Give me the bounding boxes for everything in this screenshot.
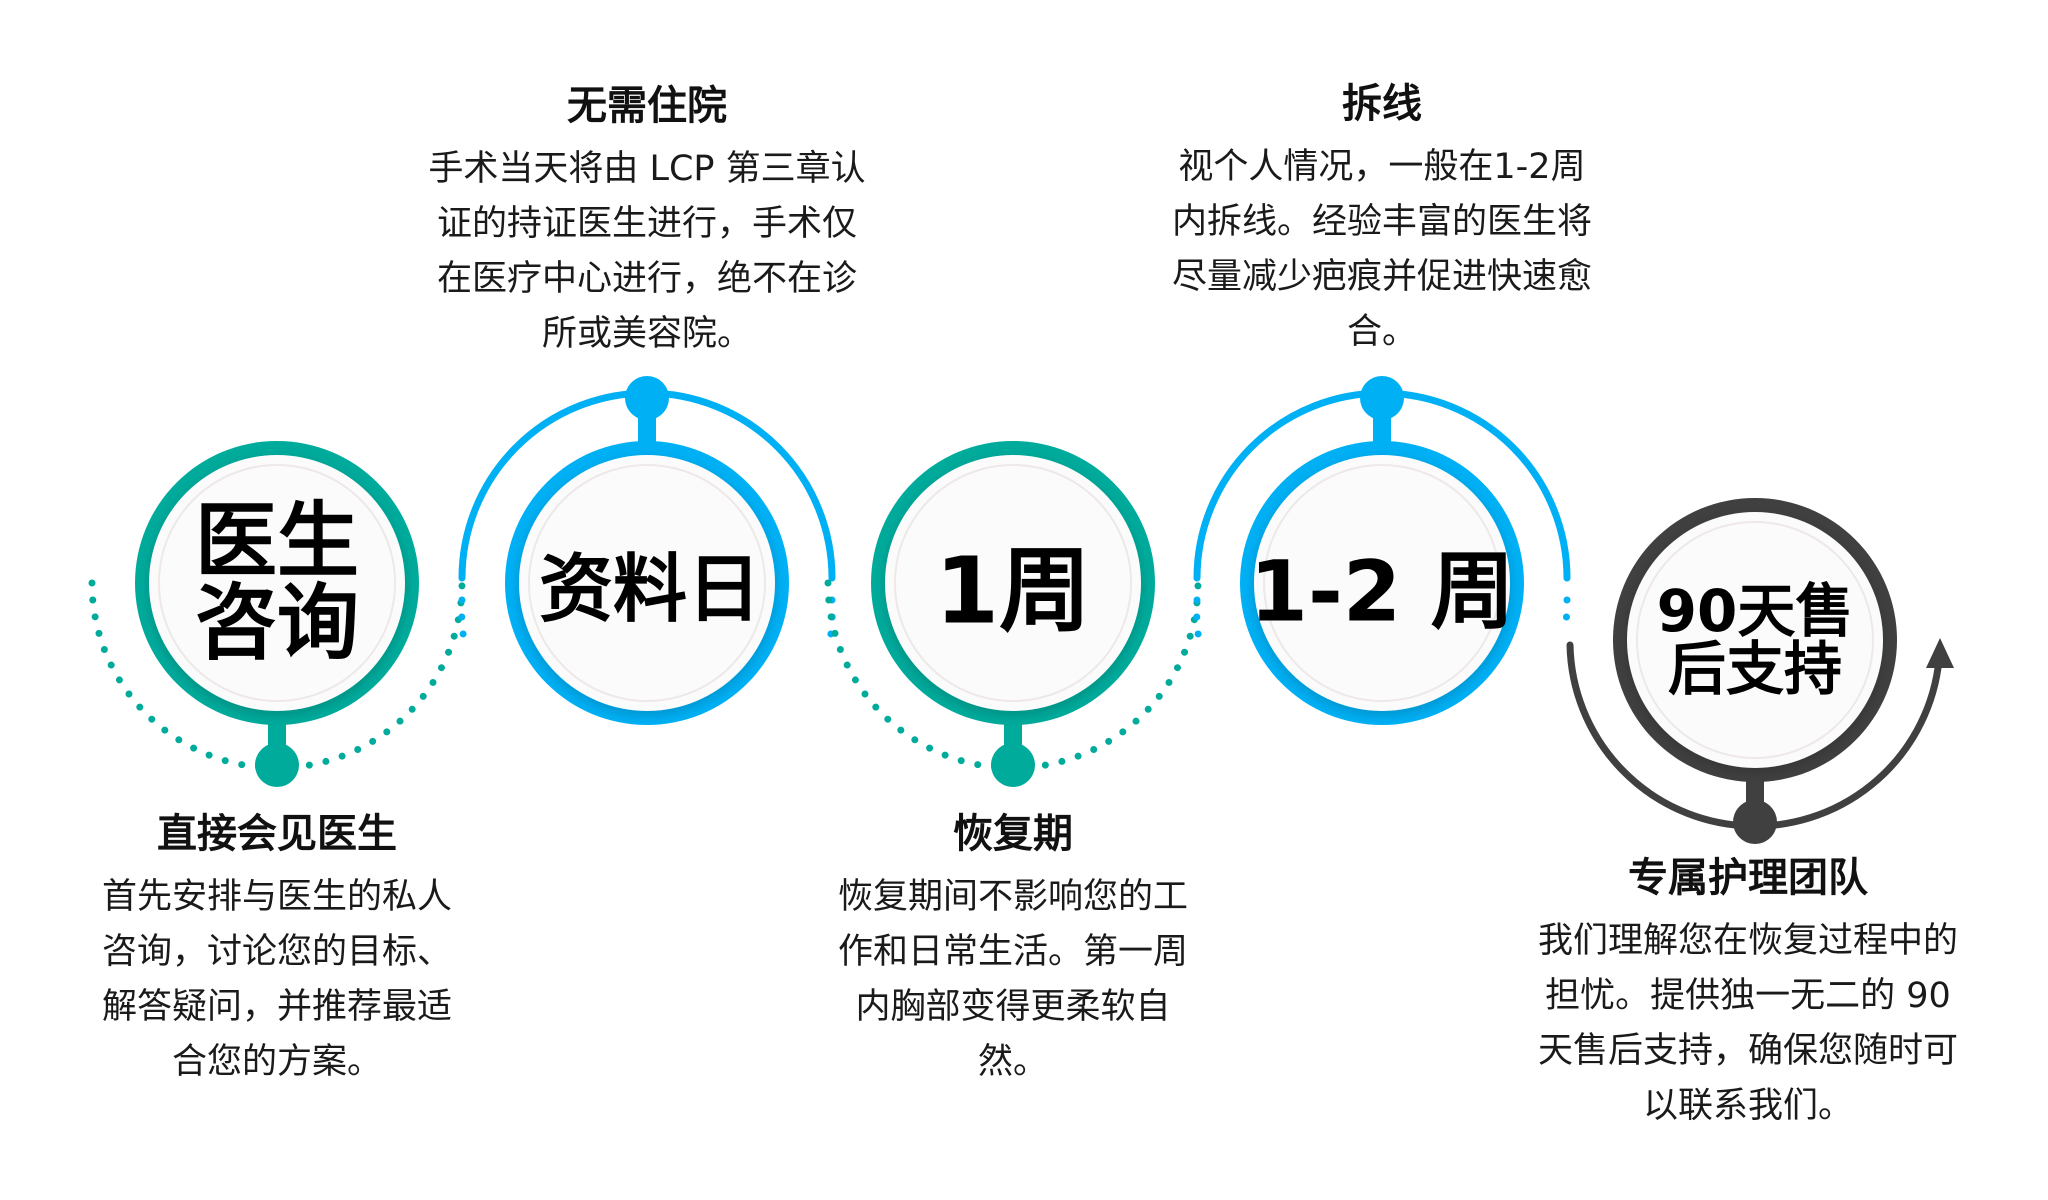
circle-label-line: 90天售 [1656, 577, 1854, 645]
description-line: 天售后支持，确保您随时可 [1537, 1031, 1959, 1071]
description-line: 在医疗中心进行，绝不在诊 [436, 259, 858, 299]
circle-label-line: 资料日 [539, 546, 761, 633]
step-5-node [1566, 498, 1954, 844]
circle-label-line: 1周 [934, 537, 1092, 645]
description-line: 内拆线。经验丰富的医生将 [1171, 202, 1593, 242]
description-line: 视个人情况，一般在1-2周 [1178, 147, 1586, 187]
description-line: 担忧。提供独一无二的 90 [1545, 976, 1951, 1016]
step-3-circle-label: 1周 [935, 517, 1091, 650]
step-3-node [824, 441, 1202, 787]
step-5-circle-label: 90天售 后支持 [1657, 582, 1854, 698]
description-line: 作和日常生活。第一周 [837, 932, 1189, 972]
step-4-description: 拆线 视个人情况，一般在1-2周 内拆线。经验丰富的医生将 尽量减少疤痕并促进快… [1172, 78, 1592, 360]
circle-label-line: 后支持 [1667, 635, 1842, 703]
circle-label-line: 咨询 [194, 576, 360, 671]
inner-disc [519, 455, 775, 711]
arrow-head-icon [1926, 638, 1954, 668]
description-line: 然。 [977, 1042, 1049, 1082]
description-line: 证的持证医生进行，手术仅 [436, 204, 858, 244]
description-line: 我们理解您在恢复过程中的 [1537, 921, 1959, 961]
step-title: 恢复期 [952, 811, 1073, 857]
knob [991, 743, 1035, 787]
description-line: 尽量减少疤痕并促进快速愈 [1171, 257, 1593, 297]
step-title: 无需住院 [566, 83, 727, 129]
step-4-circle-label: 1-2 周 [1249, 525, 1514, 646]
step-title: 拆线 [1341, 81, 1422, 127]
circle-label-line: 医生 [194, 494, 360, 589]
inner-disc [885, 455, 1141, 711]
description-line: 咨询，讨论您的目标、 [101, 932, 453, 972]
description-line: 合。 [1346, 312, 1418, 352]
description-line: 所或美容院。 [541, 314, 753, 354]
step-4-node [1193, 376, 1571, 725]
step-1-circle-label: 医生 咨询 [195, 501, 359, 665]
circle-label-line: 1-2 周 [1249, 542, 1515, 641]
description-line: 解答疑问，并推荐最适 [101, 987, 453, 1027]
step-title: 直接会见医生 [156, 811, 397, 857]
inner-disc [1254, 455, 1510, 711]
step-2-circle-label: 资料日 [539, 530, 761, 637]
description-line: 合您的方案。 [171, 1042, 383, 1082]
knob [625, 376, 669, 420]
step-1-description: 直接会见医生 首先安排与医生的私人 咨询，讨论您的目标、 解答疑问，并推荐最适 … [102, 808, 452, 1090]
inner-disc [149, 455, 405, 711]
step-3-description: 恢复期 恢复期间不影响您的工 作和日常生活。第一周 内胸部变得更柔软自 然。 [838, 808, 1188, 1090]
description-line: 恢复期间不影响您的工 [837, 877, 1189, 917]
description-line: 以联系我们。 [1642, 1086, 1854, 1126]
description-line: 手术当天将由 LCP 第三章认 [428, 149, 866, 189]
step-1-node [88, 441, 466, 787]
description-line: 内胸部变得更柔软自 [855, 987, 1171, 1027]
knob [1360, 376, 1404, 420]
inner-disc [1627, 512, 1883, 768]
step-2-node [458, 376, 836, 725]
knob [255, 743, 299, 787]
step-5-description: 专属护理团队 我们理解您在恢复过程中的 担忧。提供独一无二的 90 天售后支持，… [1538, 852, 1958, 1134]
knob [1733, 800, 1777, 844]
description-line: 首先安排与医生的私人 [101, 877, 453, 917]
step-2-description: 无需住院 手术当天将由 LCP 第三章认 证的持证医生进行，手术仅 在医疗中心进… [428, 80, 865, 362]
step-title: 专属护理团队 [1627, 855, 1868, 901]
